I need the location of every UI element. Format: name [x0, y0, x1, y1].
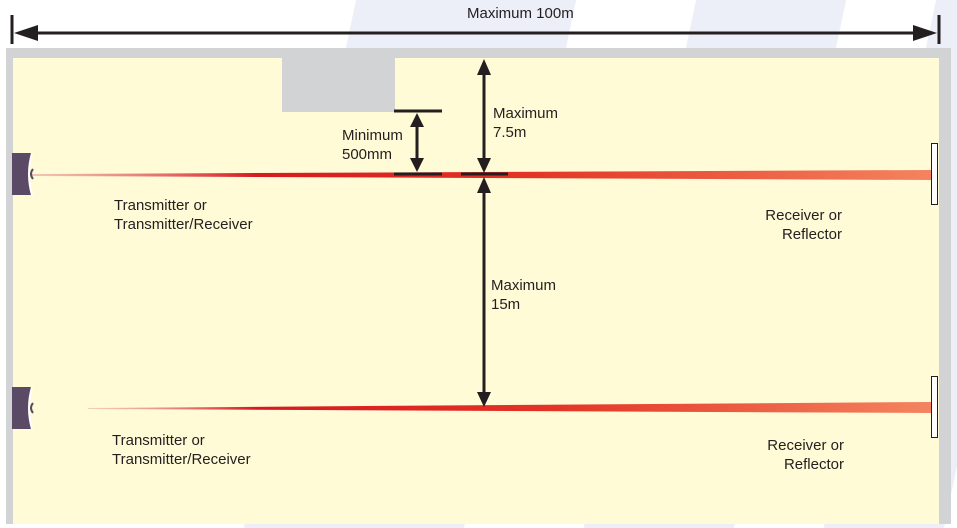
arrowhead-right-icon: [913, 25, 937, 41]
label-line: Receiver or: [765, 207, 842, 224]
arrowhead-up-icon: [410, 113, 424, 127]
arrowhead-down-icon: [477, 158, 491, 173]
arrowhead-left-icon: [14, 25, 38, 41]
receiver-1-icon: [931, 143, 938, 205]
label-line: 7.5m: [493, 124, 527, 141]
min-500mm-label: Minimum 500mm: [342, 126, 403, 164]
arrowhead-down-icon: [477, 392, 491, 407]
transmitter-1-label: Transmitter or Transmitter/Receiver: [114, 196, 253, 234]
max-7-5m-dimension: [461, 59, 508, 176]
max-15m-label: Maximum 15m: [491, 276, 556, 314]
beam-2: [88, 402, 932, 413]
transmitter-2-label: Transmitter or Transmitter/Receiver: [112, 431, 251, 469]
label-line: Transmitter or: [112, 432, 205, 449]
max-15m-dimension: [477, 177, 491, 407]
overall-width-label: Maximum 100m: [467, 5, 574, 22]
arrowhead-down-icon: [410, 158, 424, 172]
receiver-2-icon: [931, 376, 938, 438]
label-line: Maximum: [493, 105, 559, 122]
receiver-1-label: Receiver or Reflector: [740, 206, 842, 244]
label-line: Transmitter or: [114, 197, 207, 214]
arrowhead-up-icon: [477, 59, 491, 75]
receiver-2-label: Receiver or Reflector: [742, 436, 844, 474]
label-line: Maximum: [491, 277, 557, 294]
arrowhead-up-icon: [477, 177, 491, 193]
label-line: 500mm: [342, 146, 393, 163]
label-line: 15m: [491, 296, 521, 313]
label-line: Transmitter/Receiver: [114, 216, 253, 233]
ceiling-obstruction: [282, 58, 395, 112]
min-500mm-dimension: [394, 109, 442, 176]
room-area: [13, 58, 939, 524]
overall-width-dimension: [10, 15, 941, 44]
label-line: Reflector: [781, 226, 842, 243]
transmitter-2-icon: [12, 387, 34, 429]
label-line: Reflector: [783, 456, 844, 473]
label-line: Transmitter/Receiver: [112, 451, 251, 468]
label-line: Receiver or: [767, 437, 844, 454]
max-7-5m-label: Maximum 7.5m: [493, 104, 558, 142]
transmitter-1-icon: [12, 153, 34, 195]
label-line: Minimum: [342, 127, 403, 144]
